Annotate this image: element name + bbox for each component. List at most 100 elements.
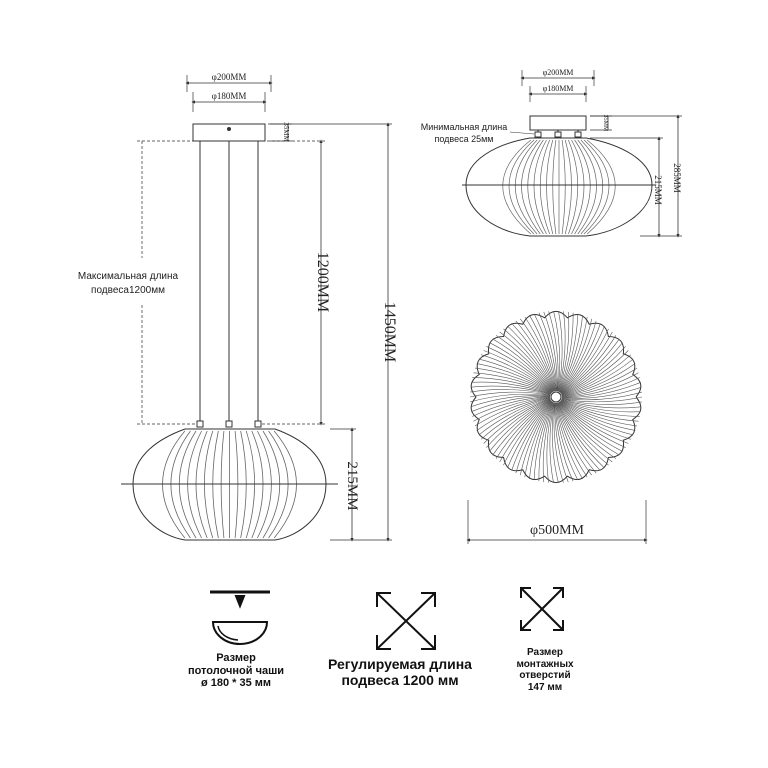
rosette-rib	[538, 312, 558, 392]
rosette-rib	[561, 338, 620, 395]
rosette-rib	[558, 402, 617, 459]
rosette-rib	[561, 399, 642, 405]
rosette-rib	[499, 331, 555, 392]
rosette-rib	[476, 363, 552, 394]
rosette-rib	[470, 393, 551, 403]
rosette-rib	[557, 310, 563, 392]
rosette-rib	[560, 325, 605, 394]
rosette-rib	[561, 399, 642, 409]
rosette-rib	[511, 323, 556, 392]
rosette-rib	[561, 363, 636, 397]
rosette-rib	[555, 402, 588, 478]
rosette-rib	[555, 402, 579, 481]
side-rib	[568, 139, 579, 235]
rosette-rib	[560, 400, 639, 422]
rosette-rib	[557, 402, 609, 466]
rosette-rib	[472, 377, 552, 394]
legend-line: 147 мм	[527, 681, 563, 693]
rosette-rib	[469, 391, 551, 398]
rosette-rib	[556, 402, 597, 474]
rosette-rib	[558, 402, 620, 456]
side-rib	[527, 139, 544, 235]
rosette-rib	[507, 400, 552, 469]
rosette-rib	[486, 398, 551, 448]
rosette-rib	[561, 377, 640, 399]
legend-adjustable-length: Регулируемая длина подвеса 1200 мм	[312, 656, 488, 688]
rosette-rib	[471, 381, 551, 395]
side-rib	[561, 139, 566, 235]
rosette-rib	[483, 398, 551, 444]
rosette-rib	[507, 325, 555, 392]
rosette-rib	[558, 311, 570, 392]
rosette-rib	[561, 391, 642, 401]
side-rib	[546, 139, 554, 235]
rosette-rib	[519, 401, 553, 476]
rosette-rib	[561, 346, 626, 396]
rosette-rib	[515, 320, 556, 392]
rosette-rib	[561, 350, 629, 396]
rosette-rib	[561, 335, 617, 395]
rosette-rib	[559, 316, 588, 393]
rosette-rib	[492, 399, 551, 456]
rosette-rib	[558, 401, 623, 452]
side-rib	[571, 139, 585, 235]
side-rib	[508, 139, 535, 235]
rosette-rib	[486, 346, 553, 393]
rosette-rib	[471, 395, 551, 412]
side-rib	[539, 139, 550, 235]
rosette-rib	[478, 397, 551, 436]
rosette-rib	[495, 335, 554, 392]
rosette-rib	[543, 311, 558, 392]
rosette-rib	[499, 399, 551, 463]
note-max-length-1: Максимальная длина	[78, 271, 179, 282]
side-dim-shade-height: 215MM	[653, 175, 663, 205]
rosette-rib	[533, 313, 557, 392]
rosette-rib	[481, 354, 553, 393]
rosette-rib	[561, 331, 613, 395]
rosette-rib	[561, 382, 641, 399]
rosette-rib	[546, 402, 554, 483]
rosette-rib	[561, 367, 638, 398]
side-rib	[521, 139, 541, 235]
dim-canopy-inner: φ180MM	[212, 91, 247, 101]
dim-canopy-height: 35MM	[282, 122, 290, 142]
rosette-rib	[560, 400, 638, 427]
ceiling-canopy-icon	[210, 590, 270, 645]
rosette-rib	[478, 358, 553, 393]
rosette-rib	[556, 402, 592, 476]
side-rib	[564, 139, 572, 235]
rosette-rib	[558, 312, 574, 392]
rosette-rib	[553, 402, 564, 483]
rosette-rib	[503, 399, 552, 466]
rosette-rib	[560, 328, 609, 395]
rosette-rib	[474, 396, 551, 427]
rosette-rib	[561, 342, 623, 396]
legend-line: отверстий	[519, 670, 571, 681]
rosette-rib	[559, 401, 629, 444]
dim-diameter: φ500MM	[530, 523, 585, 538]
rosette-rib	[520, 318, 556, 392]
rosette-rib	[524, 316, 557, 392]
rosette-rib	[533, 401, 553, 481]
rosette-rib	[492, 338, 554, 392]
rosette-rib	[559, 318, 593, 393]
adjustable-length-icon	[376, 592, 436, 650]
front-view	[121, 75, 392, 542]
rosette-rib	[561, 386, 642, 399]
rosette-rib	[538, 402, 554, 482]
note-max-length-2: подвеса1200мм	[91, 285, 165, 296]
rosette-rib	[559, 401, 634, 436]
dim-cable-length: 1200MM	[314, 252, 331, 312]
side-dim-canopy-inner: φ180MM	[543, 84, 574, 93]
rosette-rib	[559, 313, 579, 393]
rosette-rib	[542, 402, 554, 483]
rosette-rib	[473, 372, 552, 394]
rosette-rib	[548, 311, 559, 392]
rosette-rib	[551, 402, 559, 484]
side-rib	[583, 139, 610, 235]
front-view-labels: φ200MM φ180MM 35MM 1200MM 1450MM 215MM М…	[78, 72, 398, 511]
rosette-rib	[483, 350, 553, 393]
ceiling-canopy	[192, 123, 266, 142]
legend-line: Регулируемая длина	[328, 656, 472, 672]
